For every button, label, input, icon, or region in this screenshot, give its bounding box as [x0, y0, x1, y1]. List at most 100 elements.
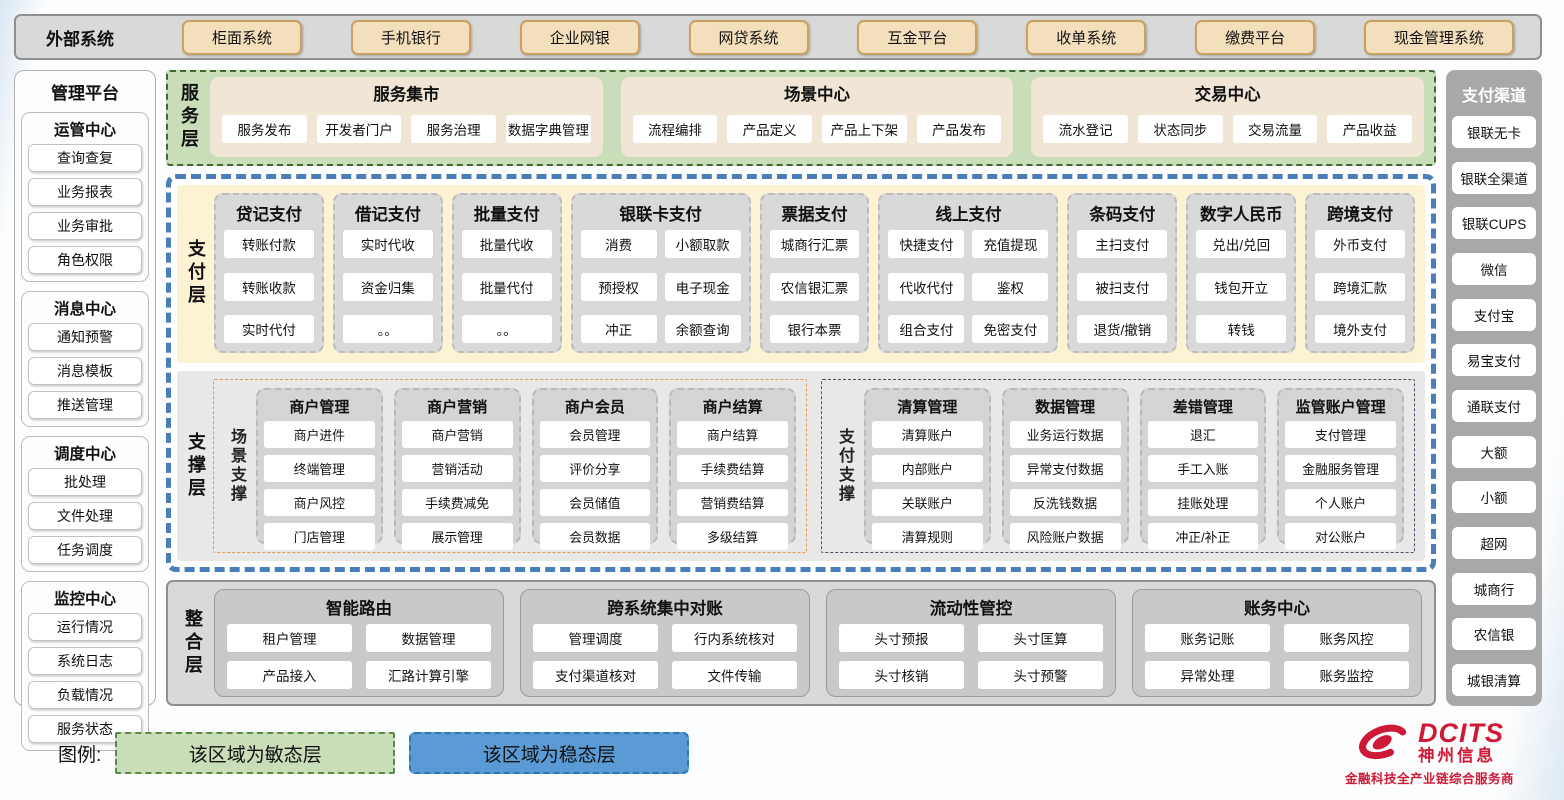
function-button[interactable]: 商户风控 [264, 489, 375, 516]
function-button[interactable]: 多级结算 [677, 523, 788, 550]
function-button[interactable]: 产品接入 [227, 661, 352, 689]
management-function-button[interactable]: 任务调度 [28, 536, 142, 564]
management-function-button[interactable]: 运行情况 [28, 613, 142, 641]
function-button[interactable]: 挂账处理 [1147, 489, 1259, 516]
function-button[interactable]: 冲正/补正 [1147, 523, 1259, 550]
external-system-button[interactable]: 互金平台 [857, 19, 978, 55]
function-button[interactable]: 清算规则 [872, 523, 983, 550]
function-button[interactable]: 转账付款 [224, 230, 314, 258]
function-button[interactable]: 银行本票 [769, 315, 860, 343]
function-button[interactable]: 租户管理 [227, 624, 352, 652]
function-button[interactable]: 产品发布 [916, 115, 1002, 143]
function-button[interactable]: 转账收款 [224, 272, 314, 301]
function-button[interactable]: 行内系统核对 [672, 624, 797, 652]
function-button[interactable]: 支付管理 [1285, 421, 1396, 448]
payment-channel-button[interactable]: 银联全渠道 [1452, 161, 1536, 194]
function-button[interactable]: 主扫支付 [1077, 230, 1168, 258]
payment-channel-button[interactable]: 超网 [1452, 526, 1536, 559]
function-button[interactable]: 终端管理 [264, 455, 375, 482]
function-button[interactable]: 文件传输 [672, 661, 797, 689]
function-button[interactable]: 头寸核销 [839, 661, 964, 689]
function-button[interactable]: 业务运行数据 [1009, 421, 1121, 448]
management-function-button[interactable]: 负载情况 [28, 681, 142, 709]
function-button[interactable]: 账务记账 [1145, 624, 1270, 652]
function-button[interactable]: 反洗钱数据 [1009, 489, 1121, 516]
function-button[interactable]: 商户进件 [264, 421, 375, 448]
payment-channel-button[interactable]: 支付宝 [1452, 298, 1536, 331]
function-button[interactable]: 电子现金 [664, 272, 741, 301]
function-button[interactable]: 手续费减免 [401, 489, 513, 516]
function-button[interactable]: 营销活动 [401, 455, 513, 482]
function-button[interactable]: 鉴权 [972, 272, 1049, 301]
external-system-button[interactable]: 缴费平台 [1195, 19, 1316, 55]
function-button[interactable]: 管理调度 [533, 624, 658, 652]
function-button[interactable]: 营销费结算 [677, 489, 788, 516]
payment-channel-button[interactable]: 易宝支付 [1452, 344, 1536, 377]
payment-channel-button[interactable]: 通联支付 [1452, 389, 1536, 422]
function-button[interactable]: 开发者门户 [316, 115, 402, 143]
function-button[interactable]: 手工入账 [1147, 455, 1259, 482]
function-button[interactable]: 余额查询 [664, 315, 741, 343]
management-function-button[interactable]: 角色权限 [28, 246, 142, 274]
payment-channel-button[interactable]: 微信 [1452, 252, 1536, 285]
function-button[interactable]: 会员管理 [539, 421, 651, 448]
function-button[interactable]: 快捷支付 [888, 230, 965, 258]
function-button[interactable]: 展示管理 [401, 523, 513, 550]
function-button[interactable]: 资金归集 [342, 272, 433, 301]
payment-channel-button[interactable]: 大额 [1452, 435, 1536, 468]
function-button[interactable]: 组合支付 [888, 315, 965, 343]
function-button[interactable]: 对公账户 [1285, 523, 1396, 550]
function-button[interactable]: 产品定义 [727, 115, 813, 143]
external-system-button[interactable]: 现金管理系统 [1363, 19, 1514, 55]
function-button[interactable]: 账务风控 [1284, 624, 1409, 652]
management-function-button[interactable]: 通知预警 [28, 323, 142, 351]
function-button[interactable]: 兑出/兑回 [1196, 230, 1287, 258]
payment-channel-button[interactable]: 小额 [1452, 481, 1536, 514]
function-button[interactable]: 个人账户 [1285, 489, 1396, 516]
function-button[interactable]: 会员数据 [539, 523, 651, 550]
function-button[interactable]: 门店管理 [264, 523, 375, 550]
function-button[interactable]: 异常处理 [1145, 661, 1270, 689]
function-button[interactable]: 冲正 [580, 315, 657, 343]
function-button[interactable]: 产品上下架 [822, 115, 907, 143]
function-button[interactable]: 会员储值 [539, 489, 651, 516]
external-system-button[interactable]: 柜面系统 [182, 19, 303, 55]
management-function-button[interactable]: 文件处理 [28, 502, 142, 530]
management-function-button[interactable]: 查询查复 [28, 144, 142, 172]
function-button[interactable]: 异常支付数据 [1009, 455, 1121, 482]
function-button[interactable]: 预授权 [580, 272, 657, 301]
function-button[interactable]: 代收代付 [888, 272, 965, 301]
function-button[interactable]: 退货/撤销 [1077, 315, 1168, 343]
function-button[interactable]: 头寸匡算 [978, 624, 1103, 652]
function-button[interactable]: 跨境汇款 [1315, 272, 1406, 301]
function-button[interactable]: 境外支付 [1315, 315, 1406, 343]
management-function-button[interactable]: 消息模板 [28, 357, 142, 385]
function-button[interactable]: 批量代付 [461, 272, 552, 301]
management-function-button[interactable]: 批处理 [28, 468, 142, 496]
function-button[interactable]: 服务治理 [411, 115, 497, 143]
function-button[interactable]: 钱包开立 [1196, 272, 1287, 301]
function-button[interactable]: 产品收益 [1327, 115, 1413, 143]
function-button[interactable]: 外币支付 [1315, 230, 1406, 258]
external-system-button[interactable]: 企业网银 [519, 19, 640, 55]
function-button[interactable]: 转钱 [1196, 315, 1287, 343]
function-button[interactable]: 消费 [580, 230, 657, 258]
external-system-button[interactable]: 手机银行 [350, 19, 471, 55]
function-button[interactable]: 评价分享 [539, 455, 651, 482]
function-button[interactable]: 实时代收 [342, 230, 433, 258]
function-button[interactable]: 头寸预警 [978, 661, 1103, 689]
function-button[interactable]: 汇路计算引擎 [366, 661, 491, 689]
function-button[interactable]: 关联账户 [872, 489, 983, 516]
function-button[interactable]: 流水登记 [1043, 115, 1129, 143]
payment-channel-button[interactable]: 城银清算 [1452, 663, 1536, 696]
management-function-button[interactable]: 推送管理 [28, 391, 142, 419]
payment-channel-button[interactable]: 银联CUPS [1452, 207, 1536, 240]
function-button[interactable]: 小额取款 [664, 230, 741, 258]
function-button[interactable]: 充值提现 [972, 230, 1049, 258]
function-button[interactable]: 流程编排 [632, 115, 718, 143]
function-button[interactable]: 数据管理 [366, 624, 491, 652]
function-button[interactable]: 退汇 [1147, 421, 1259, 448]
function-button[interactable]: 农信银汇票 [769, 272, 860, 301]
payment-channel-button[interactable]: 银联无卡 [1452, 116, 1536, 148]
function-button[interactable]: 头寸预报 [839, 624, 964, 652]
